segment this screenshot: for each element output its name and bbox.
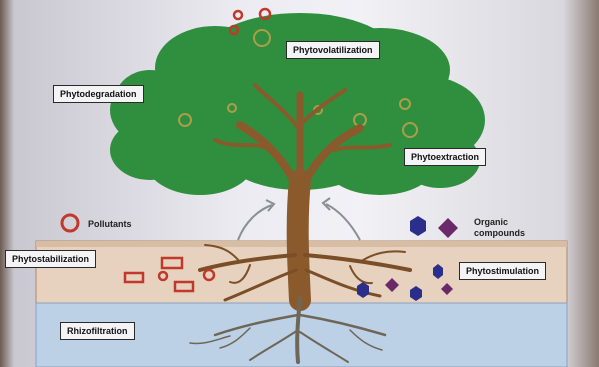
organic-compound-diamond-icon (438, 218, 458, 238)
label-phytostabilization: Phytostabilization (5, 250, 97, 268)
pollutant-ring-icon (60, 213, 80, 233)
label-phytodegradation: Phytodegradation (53, 85, 144, 103)
volatilized-pollutants (228, 7, 272, 36)
legend-pollutants: Pollutants (88, 219, 132, 229)
legend-organic-line1: Organic (474, 217, 509, 227)
legend-organic-line2: compounds (474, 228, 525, 238)
label-rhizofiltration: Rhizofiltration (60, 322, 135, 340)
tree-trunk (213, 83, 392, 311)
tree-roots (198, 244, 412, 302)
label-phytostimulation: Phytostimulation (459, 262, 547, 280)
water-roots (189, 296, 387, 364)
soil-pollutants (123, 256, 216, 293)
soil-organic-compounds (357, 264, 453, 301)
organic-compound-hexagon-icon (410, 216, 426, 236)
uptake-arrow-icon (237, 199, 276, 241)
label-phytoextraction: Phytoextraction (404, 148, 487, 166)
canopy-dots (178, 29, 418, 138)
uptake-arrow-icon (321, 197, 361, 241)
label-phytovolatilization: Phytovolatilization (286, 41, 380, 59)
